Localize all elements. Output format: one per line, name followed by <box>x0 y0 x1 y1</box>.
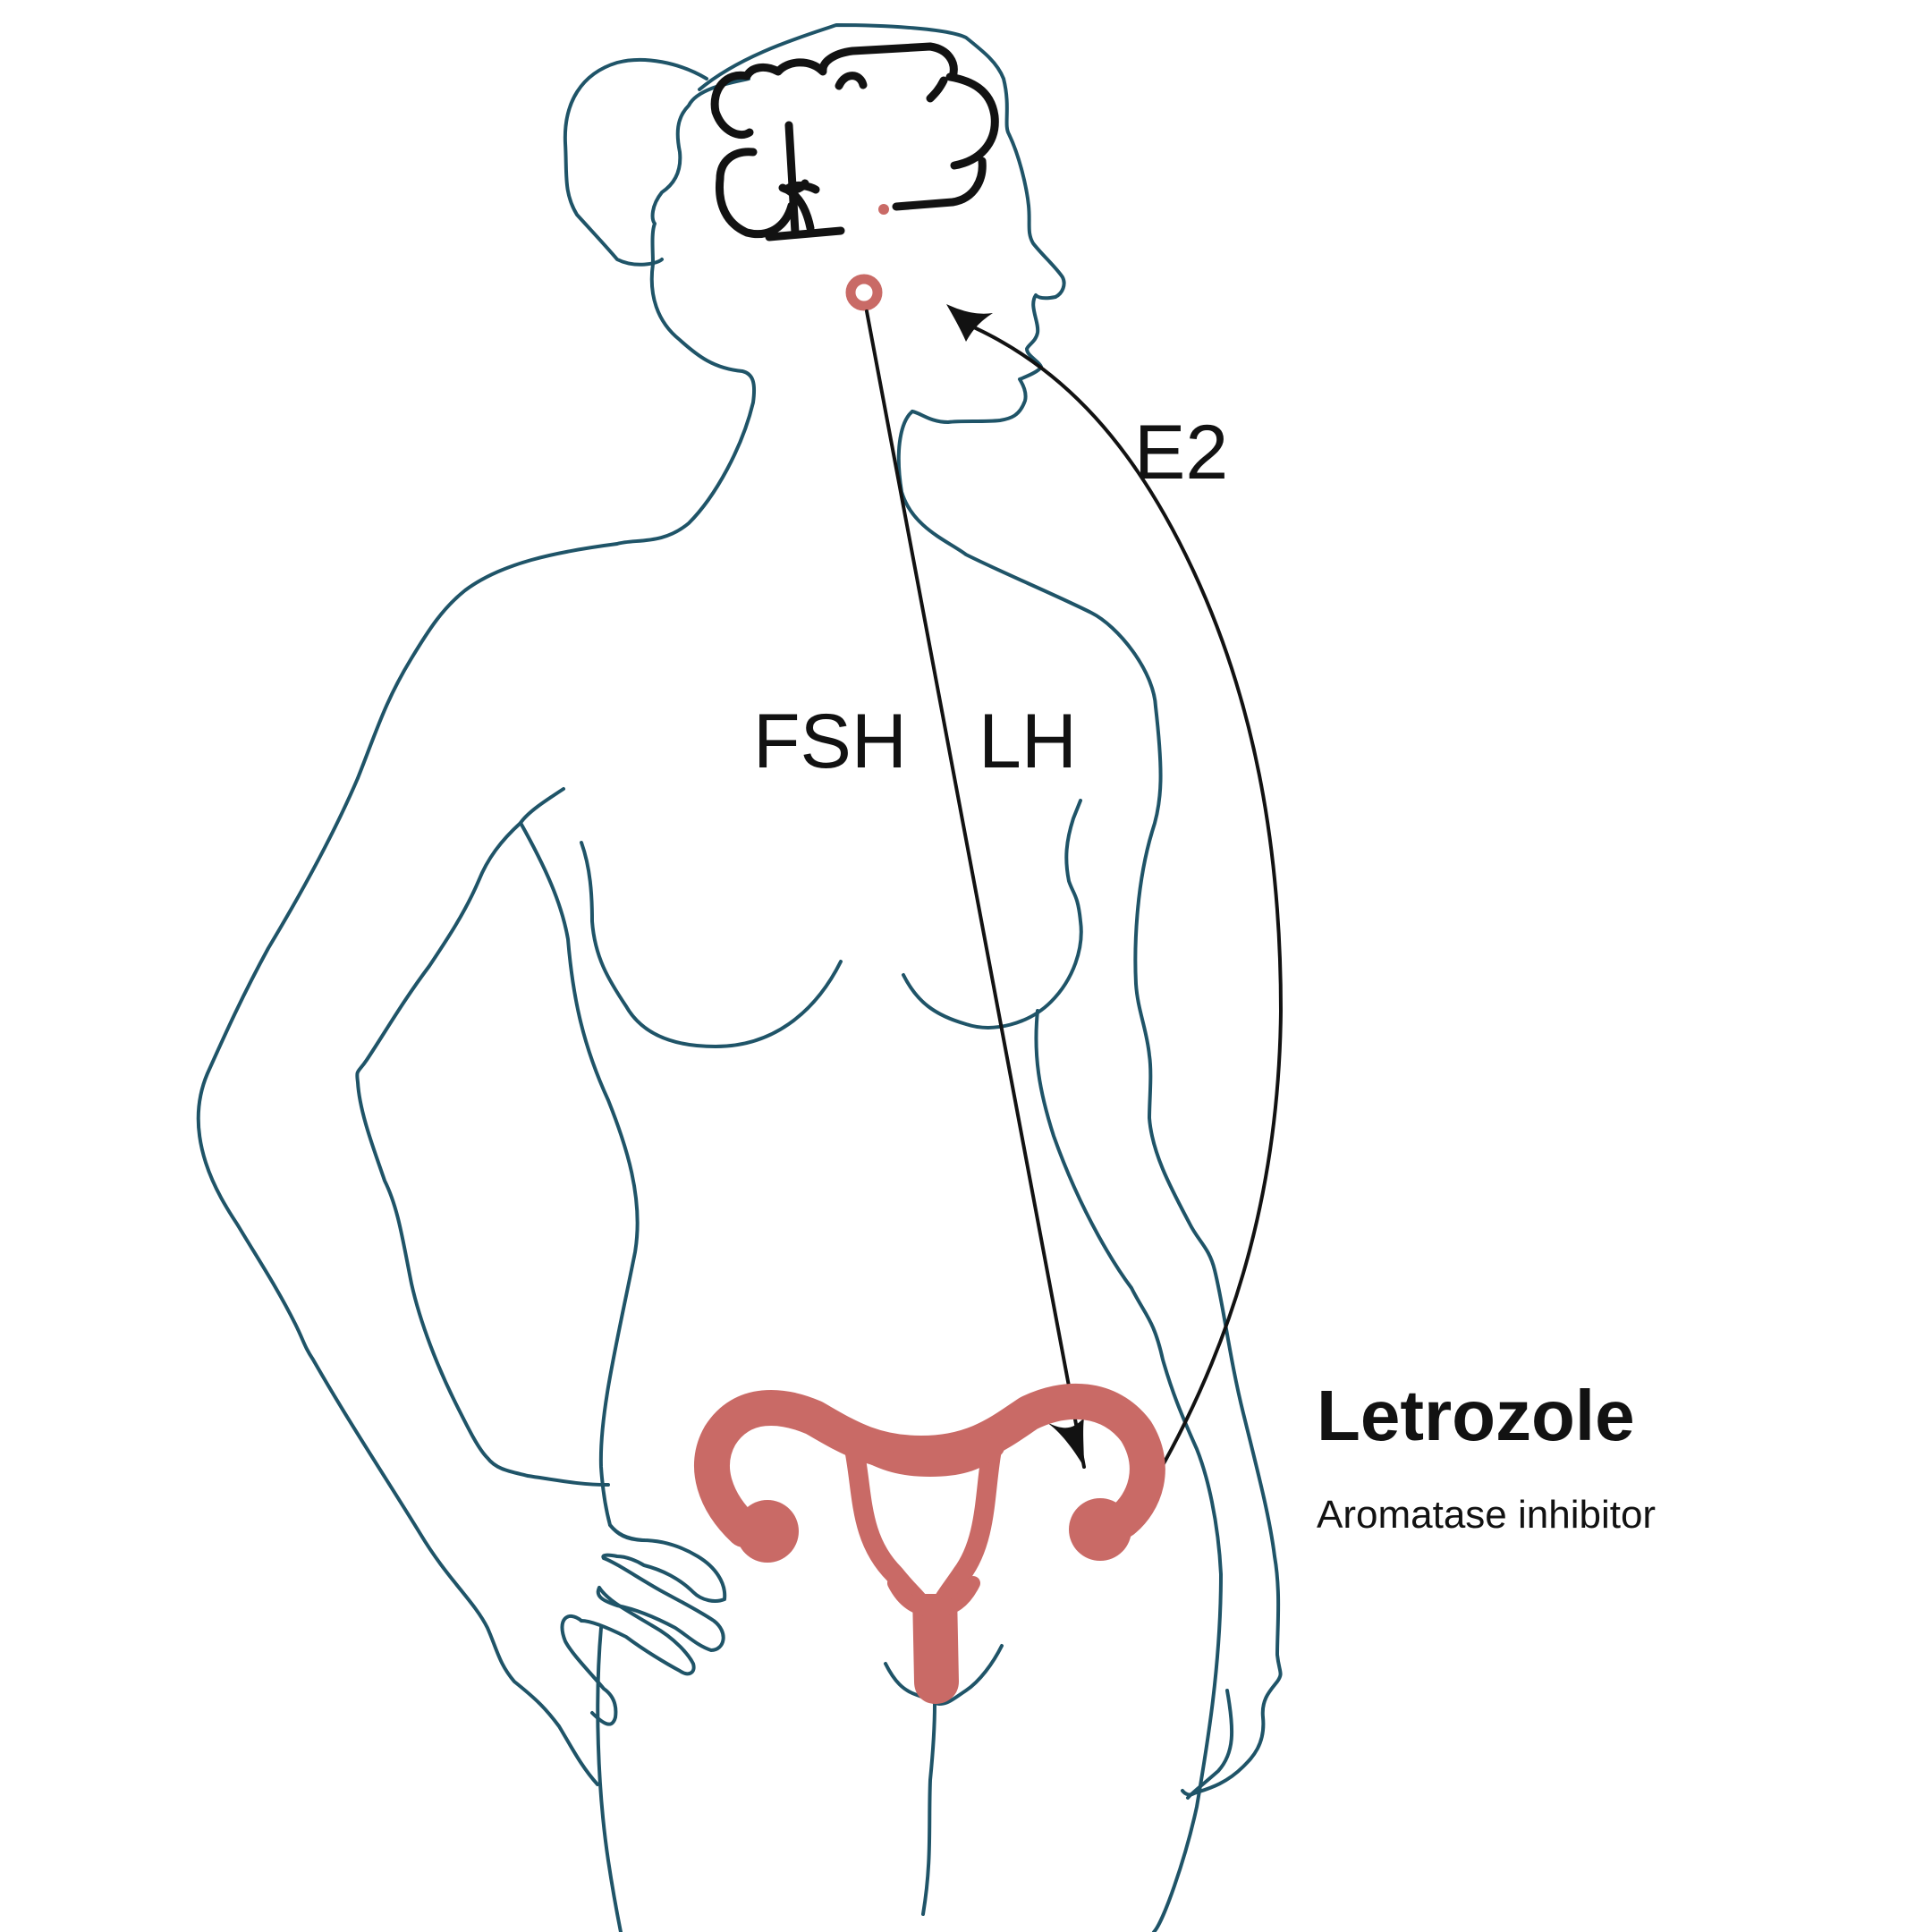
lh-label: LH <box>979 699 1077 784</box>
fsh-label: FSH <box>753 699 907 784</box>
drug-name: Letrozole <box>1317 1376 1635 1455</box>
fsh-lh-arrow <box>865 309 1086 1469</box>
pituitary-gland-icon <box>845 204 889 311</box>
drug-class: Aromatase inhibitor <box>1317 1493 1656 1537</box>
e2-label: E2 <box>1134 410 1228 496</box>
e2-arrow <box>946 304 1284 1530</box>
uterus-icon <box>694 1383 1165 1704</box>
body-outline <box>196 23 1283 1932</box>
brain-icon <box>710 42 999 242</box>
